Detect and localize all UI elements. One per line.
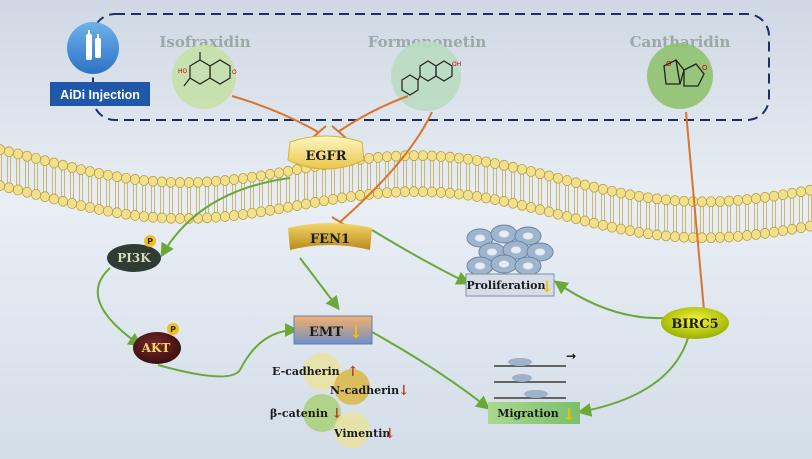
egfr-receptor: EGFR xyxy=(287,135,365,170)
injection-label-box xyxy=(50,82,150,106)
birc5-to-migration-arrow xyxy=(577,337,689,417)
marker-e-cadherin: E-cadherin xyxy=(272,365,340,378)
emt-label: EMT xyxy=(309,325,343,340)
marker-n-cadherin-change: ↓ xyxy=(398,383,410,399)
cantharidin-structure-icon: O O xyxy=(647,43,713,109)
akt-label: AKT xyxy=(141,341,171,355)
akt-node: AKT P xyxy=(133,323,181,364)
marker-beta-catenin: β-catenin xyxy=(270,407,328,420)
akt-to-emt-arrow xyxy=(157,323,299,378)
pi3k-node: PI3K P xyxy=(107,235,161,272)
akt-phospho-icon xyxy=(167,323,179,335)
formononetin-to-egfr-inhibition xyxy=(337,95,409,133)
compound-title-isofraxidin: Isofraxidin xyxy=(159,33,250,51)
svg-text:P: P xyxy=(170,325,176,334)
marker-n-cadherin: N-cadherin xyxy=(330,384,399,397)
pi3k-to-akt-arrow xyxy=(96,267,143,347)
injection-label: AiDi Injection xyxy=(60,88,140,102)
svg-text:O: O xyxy=(232,69,237,76)
formononetin-to-fen1-inhibition xyxy=(339,111,433,223)
migration-direction-arrow: → xyxy=(566,349,576,363)
pi3k-label: PI3K xyxy=(117,251,151,265)
marker-vimentin: Vimentin xyxy=(333,427,390,440)
proliferation-label: Proliferation xyxy=(466,279,545,292)
syringe-icon xyxy=(67,22,119,74)
svg-text:O: O xyxy=(666,60,672,68)
fen1-protein: FEN1 xyxy=(288,223,372,250)
migration-label: Migration xyxy=(497,407,559,420)
emt-markers: E-cadherin ↑ N-cadherin ↓ β-catenin ↓ Vi… xyxy=(270,353,410,448)
fen1-to-emt-arrow xyxy=(299,257,340,311)
compound-title-cantharidin: Cantharidin xyxy=(630,33,731,51)
proliferation-cells-icon xyxy=(466,224,554,276)
migration-box: Migration ↓ xyxy=(488,402,580,424)
svg-text:P: P xyxy=(147,237,153,246)
birc5-node: BIRC5 xyxy=(661,307,729,339)
egfr-label: EGFR xyxy=(305,149,346,164)
pi3k-phospho-icon xyxy=(144,235,156,247)
emt-box: EMT ↓ xyxy=(293,315,373,345)
marker-beta-catenin-change: ↓ xyxy=(331,406,343,422)
svg-text:O: O xyxy=(702,64,708,72)
egfr-to-pi3k-arrow xyxy=(160,177,291,258)
svg-text:HO: HO xyxy=(178,68,188,75)
marker-e-cadherin-change: ↑ xyxy=(347,364,359,380)
birc5-label: BIRC5 xyxy=(671,317,718,332)
birc5-to-proliferation-arrow xyxy=(553,280,665,320)
migration-lanes-icon: → xyxy=(494,349,576,399)
emt-down-arrow: ↓ xyxy=(348,322,363,343)
isofraxidin-to-egfr-inhibition xyxy=(231,95,319,133)
proliferation-box: Proliferation ↓ xyxy=(465,273,555,297)
formononetin-structure-icon: OH xyxy=(391,41,461,111)
cell-membrane xyxy=(0,144,812,244)
emt-to-migration-arrow xyxy=(371,331,491,410)
migration-down-arrow: ↓ xyxy=(562,405,575,424)
aidi-injection: AiDi Injection xyxy=(50,22,150,106)
fen1-label: FEN1 xyxy=(310,232,350,247)
proliferation-down-arrow: ↓ xyxy=(540,277,553,296)
isofraxidin-structure-icon: HO O xyxy=(172,45,237,109)
marker-vimentin-change: ↓ xyxy=(384,426,396,442)
activation-arrows xyxy=(96,177,689,417)
svg-text:OH: OH xyxy=(452,61,461,68)
fen1-to-proliferation-arrow xyxy=(371,229,471,285)
cantharidin-to-birc5-inhibition xyxy=(685,111,705,311)
inhibition-lines xyxy=(231,95,713,313)
